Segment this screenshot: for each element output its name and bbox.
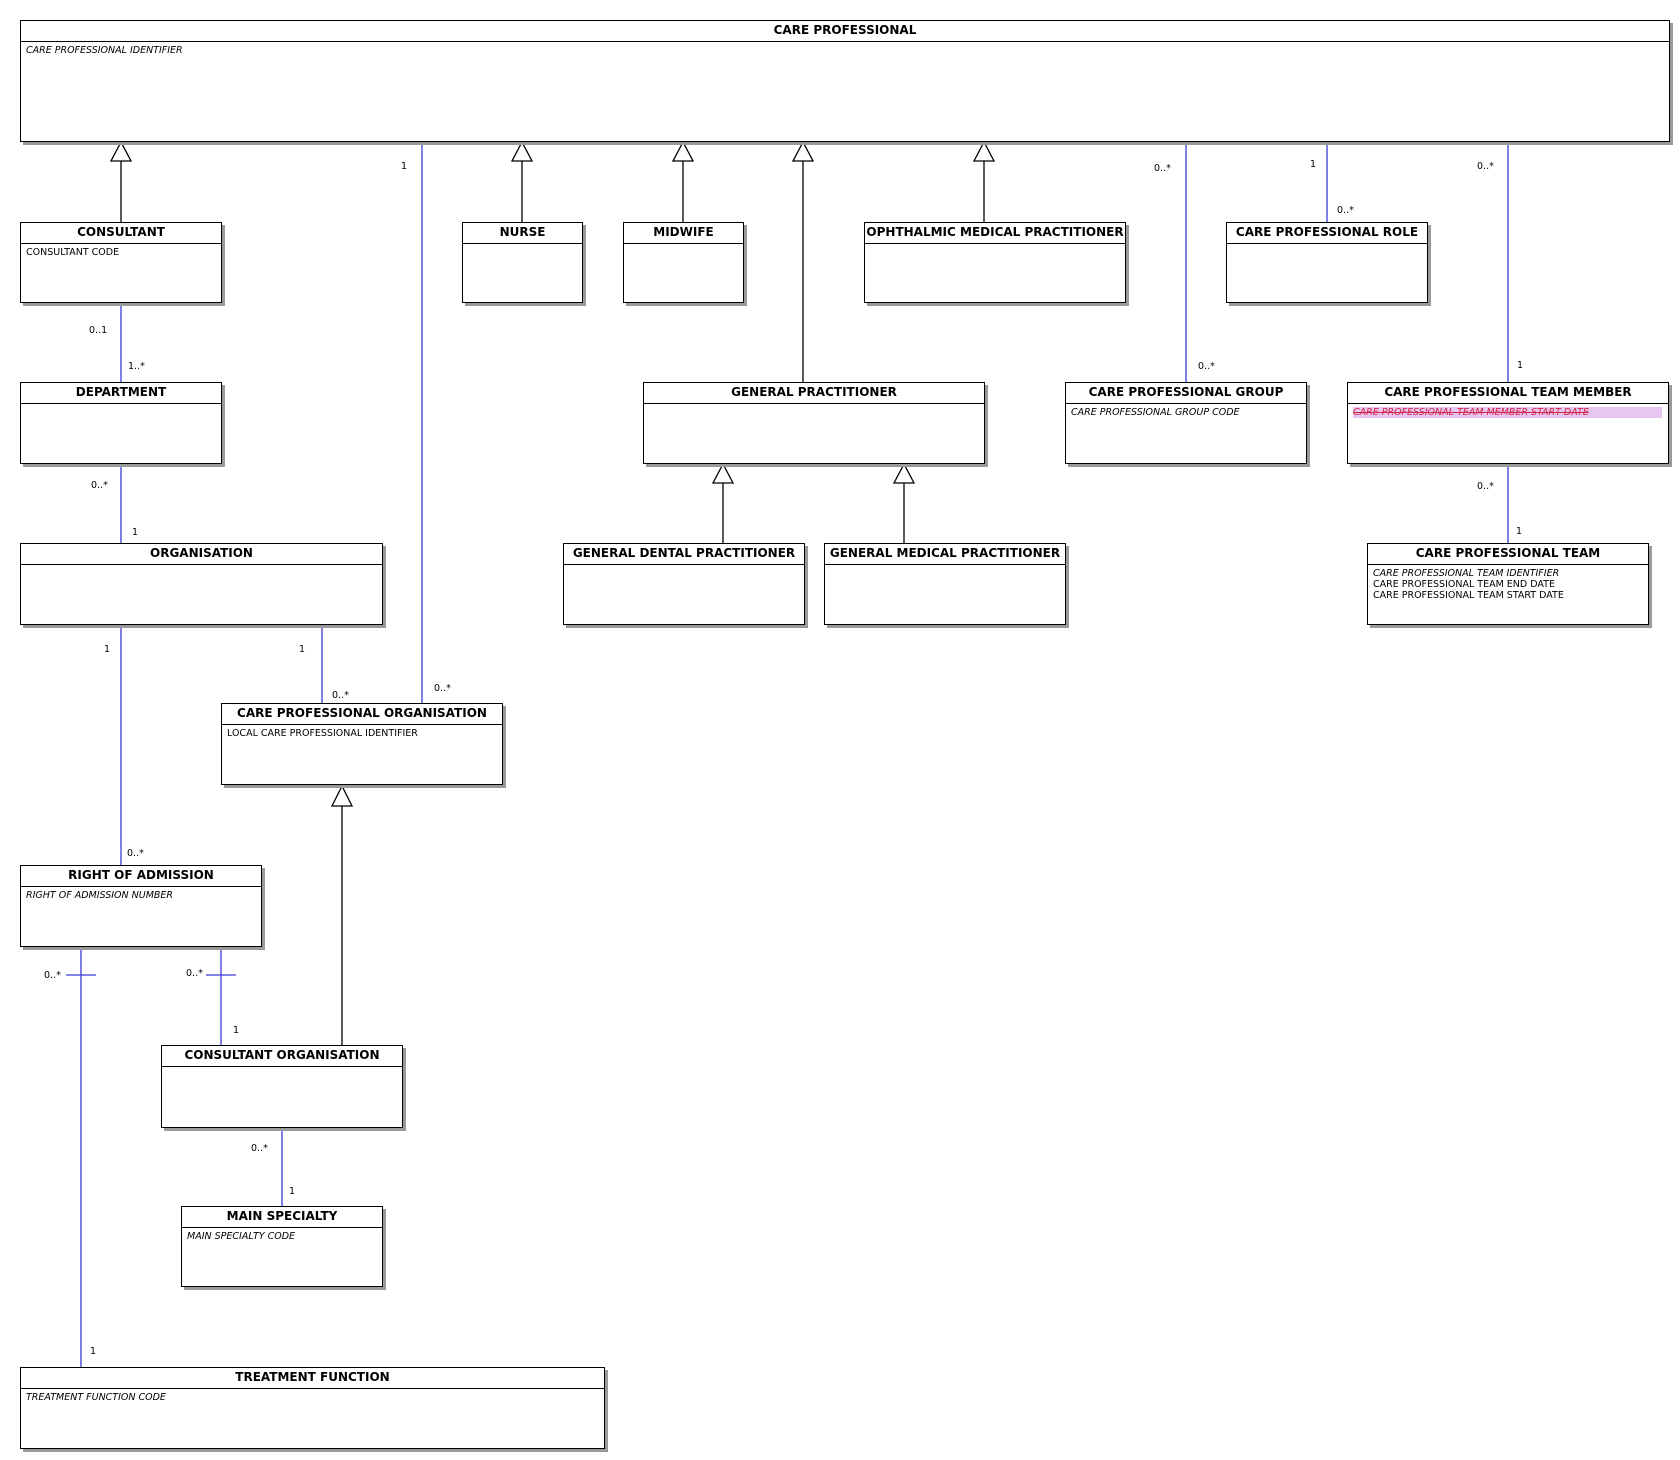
multiplicity-label: 1 [1310, 159, 1317, 170]
attribute-identifier: CARE PROFESSIONAL IDENTIFIER [26, 45, 183, 56]
entity-general-dental-practitioner[interactable]: GENERAL DENTAL PRACTITIONER [563, 543, 805, 625]
inheritance-arrow-icon [711, 462, 735, 484]
entity-care-professional-team[interactable]: CARE PROFESSIONAL TEAM CARE PROFESSIONAL… [1367, 543, 1649, 625]
inheritance-arrow-icon [791, 140, 815, 162]
multiplicity-label: 1 [299, 644, 306, 655]
multiplicity-label: 0..* [332, 690, 349, 701]
entity-right-of-admission[interactable]: RIGHT OF ADMISSION RIGHT OF ADMISSION NU… [20, 865, 262, 947]
entity-attributes: LOCAL CARE PROFESSIONAL IDENTIFIER [222, 725, 502, 739]
entity-general-medical-practitioner[interactable]: GENERAL MEDICAL PRACTITIONER [824, 543, 1066, 625]
entity-care-professional-team-member[interactable]: CARE PROFESSIONAL TEAM MEMBER CARE PROFE… [1347, 382, 1669, 464]
entity-title: CARE PROFESSIONAL GROUP [1066, 383, 1306, 404]
entity-title: GENERAL MEDICAL PRACTITIONER [825, 544, 1065, 565]
entity-midwife[interactable]: MIDWIFE [623, 222, 744, 303]
entity-title: NURSE [463, 223, 582, 244]
multiplicity-label: 0..* [44, 970, 61, 981]
multiplicity-label: 0..* [1477, 161, 1494, 172]
entity-care-professional-organisation[interactable]: CARE PROFESSIONAL ORGANISATION LOCAL CAR… [221, 703, 503, 785]
entity-general-practitioner[interactable]: GENERAL PRACTITIONER [643, 382, 985, 464]
inheritance-arrow-icon [109, 140, 133, 162]
entity-title: CARE PROFESSIONAL ROLE [1227, 223, 1427, 244]
entity-title: RIGHT OF ADMISSION [21, 866, 261, 887]
multiplicity-label: 1 [1516, 526, 1523, 537]
entity-treatment-function[interactable]: TREATMENT FUNCTION TREATMENT FUNCTION CO… [20, 1367, 605, 1449]
attribute-number: RIGHT OF ADMISSION NUMBER [26, 890, 174, 901]
inheritance-arrow-icon [671, 140, 695, 162]
entity-title: CARE PROFESSIONAL [21, 21, 1669, 42]
entity-title: TREATMENT FUNCTION [21, 1368, 604, 1389]
multiplicity-label: 1 [1517, 360, 1524, 371]
entity-attributes: CARE PROFESSIONAL TEAM MEMBER START DATE [1348, 404, 1668, 418]
entity-consultant-organisation[interactable]: CONSULTANT ORGANISATION [161, 1045, 403, 1128]
attribute-code: CARE PROFESSIONAL GROUP CODE [1071, 407, 1240, 418]
entity-nurse[interactable]: NURSE [462, 222, 583, 303]
attribute-code: TREATMENT FUNCTION CODE [26, 1392, 166, 1403]
multiplicity-label: 1 [289, 1186, 296, 1197]
entity-title: CARE PROFESSIONAL TEAM MEMBER [1348, 383, 1668, 404]
entity-title: MIDWIFE [624, 223, 743, 244]
entity-consultant[interactable]: CONSULTANT CONSULTANT CODE [20, 222, 222, 303]
entity-care-professional-group[interactable]: CARE PROFESSIONAL GROUP CARE PROFESSIONA… [1065, 382, 1307, 464]
attribute-identifier: CARE PROFESSIONAL TEAM IDENTIFIER [1373, 568, 1560, 579]
multiplicity-label: 0..* [251, 1143, 268, 1154]
entity-attributes: CARE PROFESSIONAL TEAM IDENTIFIER CARE P… [1368, 565, 1648, 601]
multiplicity-label: 1..* [128, 361, 145, 372]
multiplicity-label: 0..* [1337, 205, 1354, 216]
inheritance-arrow-icon [330, 784, 354, 807]
multiplicity-label: 1 [90, 1346, 97, 1357]
attribute-end-date: CARE PROFESSIONAL TEAM END DATE [1373, 579, 1555, 590]
generalization-lines [120, 161, 985, 1045]
multiplicity-label: 1 [104, 644, 111, 655]
entity-title: DEPARTMENT [21, 383, 221, 404]
inheritance-arrow-icon [510, 140, 534, 162]
multiplicity-label: 0..* [434, 683, 451, 694]
entity-main-specialty[interactable]: MAIN SPECIALTY MAIN SPECIALTY CODE [181, 1206, 383, 1287]
entity-title: CARE PROFESSIONAL TEAM [1368, 544, 1648, 565]
entity-attributes: CONSULTANT CODE [21, 244, 221, 258]
entity-attributes: CARE PROFESSIONAL IDENTIFIER [21, 42, 1669, 56]
entity-title: ORGANISATION [21, 544, 382, 565]
attribute-code: CONSULTANT CODE [26, 247, 120, 258]
entity-title: CONSULTANT [21, 223, 221, 244]
attribute-start-date: CARE PROFESSIONAL TEAM START DATE [1373, 590, 1564, 601]
generalization-arrowheads [109, 140, 996, 807]
attribute-deprecated-start-date: CARE PROFESSIONAL TEAM MEMBER START DATE [1353, 407, 1662, 418]
entity-care-professional[interactable]: CARE PROFESSIONAL CARE PROFESSIONAL IDEN… [20, 20, 1670, 142]
multiplicity-label: 0..* [1154, 163, 1171, 174]
entity-attributes: TREATMENT FUNCTION CODE [21, 1389, 604, 1403]
entity-title: CARE PROFESSIONAL ORGANISATION [222, 704, 502, 725]
entity-attributes: MAIN SPECIALTY CODE [182, 1228, 382, 1242]
multiplicity-label: 1 [233, 1025, 240, 1036]
multiplicity-label: 0..1 [89, 325, 108, 336]
multiplicity-label: 0..* [127, 848, 144, 859]
entity-ophthalmic-medical-practitioner[interactable]: OPHTHALMIC MEDICAL PRACTITIONER [864, 222, 1126, 303]
multiplicity-label: 0..* [1198, 361, 1215, 372]
multiplicity-label: 1 [401, 161, 408, 172]
inheritance-arrow-icon [892, 462, 916, 484]
inheritance-arrow-icon [972, 140, 996, 162]
multiplicity-label: 1 [132, 527, 139, 538]
multiplicity-label: 0..* [91, 480, 108, 491]
multiplicity-label: 0..* [1477, 481, 1494, 492]
attribute-local-identifier: LOCAL CARE PROFESSIONAL IDENTIFIER [227, 728, 418, 739]
entity-attributes: RIGHT OF ADMISSION NUMBER [21, 887, 261, 901]
entity-title: CONSULTANT ORGANISATION [162, 1046, 402, 1067]
entity-title: GENERAL DENTAL PRACTITIONER [564, 544, 804, 565]
entity-title: MAIN SPECIALTY [182, 1207, 382, 1228]
entity-organisation[interactable]: ORGANISATION [20, 543, 383, 625]
entity-title: OPHTHALMIC MEDICAL PRACTITIONER [865, 223, 1125, 244]
entity-attributes: CARE PROFESSIONAL GROUP CODE [1066, 404, 1306, 418]
multiplicity-label: 0..* [186, 968, 203, 979]
association-lines [66, 142, 1509, 1367]
entity-title: GENERAL PRACTITIONER [644, 383, 984, 404]
attribute-code: MAIN SPECIALTY CODE [187, 1231, 296, 1242]
entity-department[interactable]: DEPARTMENT [20, 382, 222, 464]
entity-care-professional-role[interactable]: CARE PROFESSIONAL ROLE [1226, 222, 1428, 303]
